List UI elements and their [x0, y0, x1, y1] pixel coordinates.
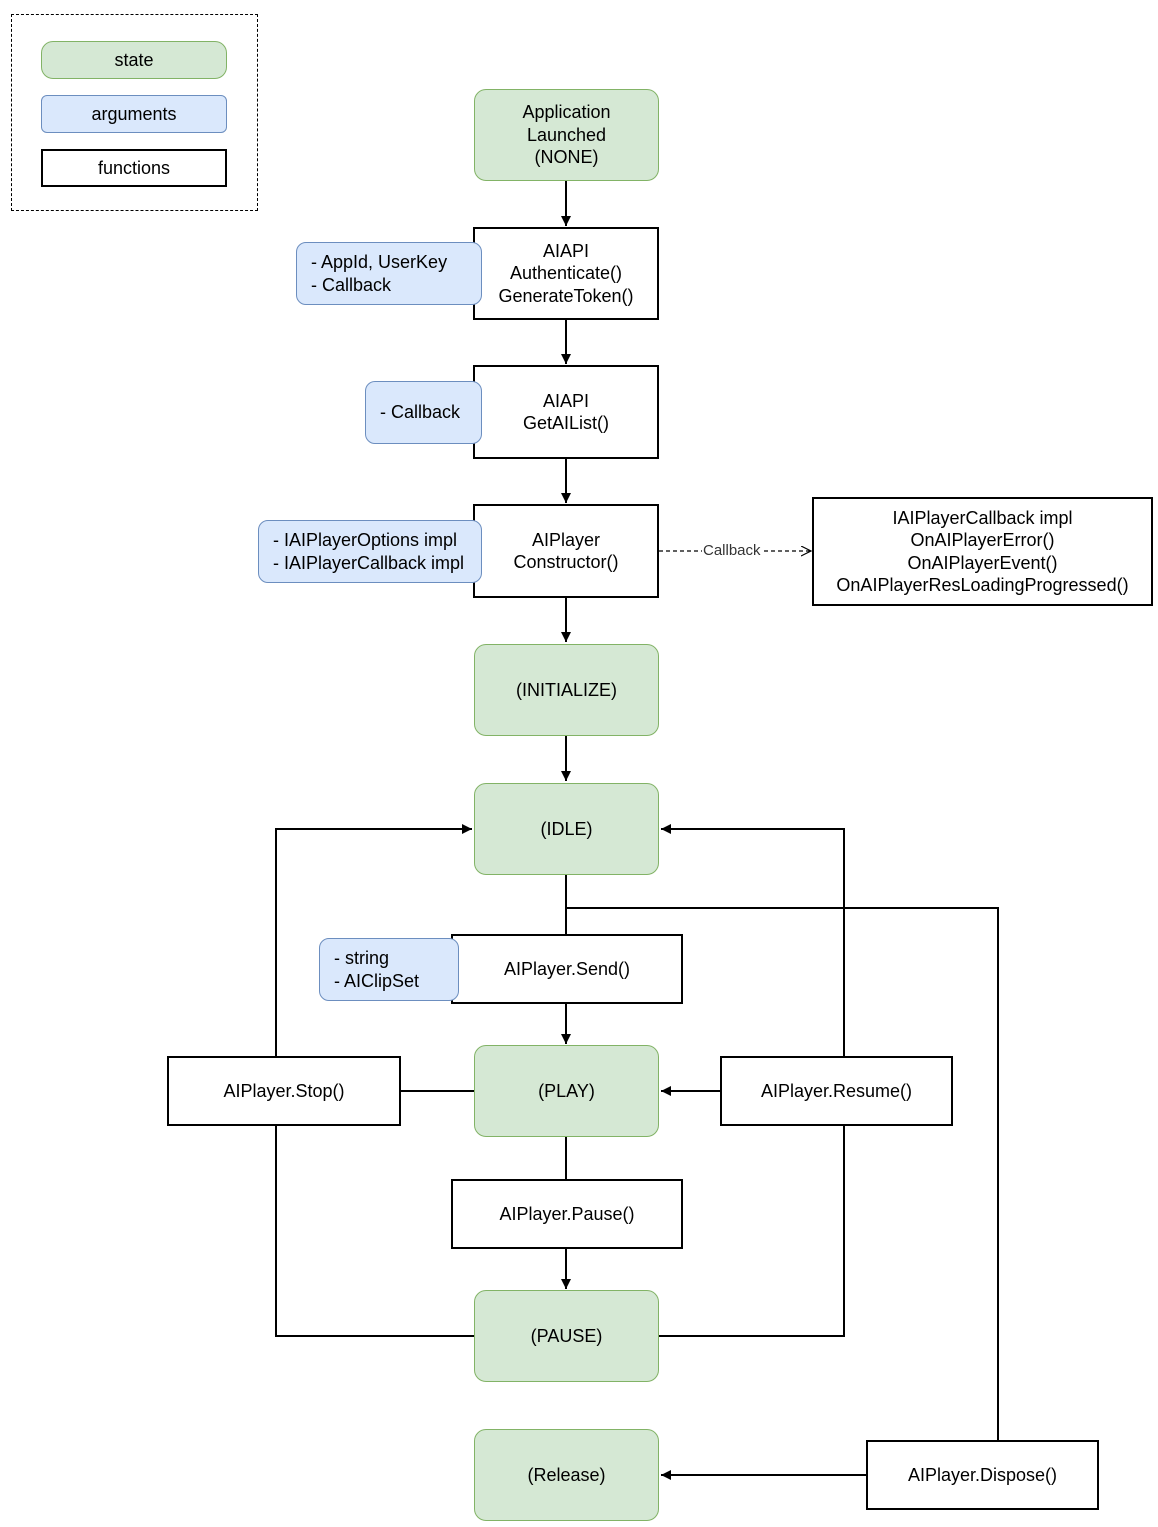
function-callback-impl-line-3: OnAIPlayerEvent(): [907, 552, 1058, 573]
state-pause: (PAUSE): [474, 1290, 659, 1382]
function-dispose: AIPlayer.Dispose(): [866, 1440, 1099, 1510]
function-stop: AIPlayer.Stop(): [167, 1056, 401, 1126]
legend-arguments-swatch: arguments: [41, 95, 227, 133]
state-release: (Release): [474, 1429, 659, 1521]
state-none-line-3: (NONE): [534, 147, 599, 168]
state-play: (PLAY): [474, 1045, 659, 1137]
legend: [11, 14, 258, 211]
callback-edge-label: Callback: [702, 542, 762, 559]
function-callback-impl: IAIPlayerCallback impl OnAIPlayerError()…: [812, 497, 1153, 606]
arguments-authenticate-line-2: - Callback: [311, 274, 392, 295]
legend-state-swatch: state: [41, 41, 227, 79]
function-constructor-line-1: AIPlayer: [531, 529, 601, 550]
state-idle: (IDLE): [474, 783, 659, 875]
state-none-line-2: Launched: [526, 124, 607, 145]
legend-functions-label: functions: [97, 157, 171, 178]
function-resume: AIPlayer.Resume(): [720, 1056, 953, 1126]
function-authenticate-line-2: Authenticate(): [509, 263, 623, 284]
function-constructor: AIPlayer Constructor(): [473, 504, 659, 598]
function-get-ai-list: AIAPI GetAIList(): [473, 365, 659, 459]
state-none: Application Launched (NONE): [474, 89, 659, 181]
state-none-line-1: Application: [522, 102, 611, 123]
function-get-ai-list-line-1: AIAPI: [542, 390, 590, 411]
function-authenticate-line-1: AIAPI: [542, 240, 590, 261]
function-resume-label: AIPlayer.Resume(): [760, 1080, 913, 1101]
arguments-send: - string - AIClipSet: [319, 938, 459, 1001]
edge-pause-to-resume: [659, 1125, 845, 1337]
arguments-constructor: - IAIPlayerOptions impl - IAIPlayerCallb…: [258, 520, 482, 583]
function-callback-impl-line-4: OnAIPlayerResLoadingProgressed(): [836, 575, 1129, 595]
edge-stop-to-idle: [275, 824, 472, 1057]
arguments-send-line-2: - AIClipSet: [334, 970, 420, 991]
state-initialize: (INITIALIZE): [474, 644, 659, 736]
legend-functions-swatch: functions: [41, 149, 227, 187]
arguments-constructor-line-1: - IAIPlayerOptions impl: [273, 530, 458, 550]
arguments-get-ai-list-line-1: - Callback: [380, 402, 461, 423]
function-dispose-label: AIPlayer.Dispose(): [907, 1464, 1058, 1485]
state-play-label: (PLAY): [538, 1080, 595, 1101]
function-authenticate-line-3: GenerateToken(): [498, 285, 634, 306]
function-pause-label: AIPlayer.Pause(): [499, 1203, 635, 1224]
state-idle-label: (IDLE): [540, 818, 593, 839]
legend-state-label: state: [114, 49, 154, 70]
function-constructor-line-2: Constructor(): [513, 552, 619, 572]
edge-idle-to-dispose: [566, 907, 999, 1441]
function-send-label: AIPlayer.Send(): [503, 958, 631, 979]
state-initialize-label: (INITIALIZE): [515, 679, 617, 700]
arguments-send-line-1: - string: [334, 948, 390, 968]
state-pause-label: (PAUSE): [530, 1325, 603, 1346]
function-stop-label: AIPlayer.Stop(): [223, 1080, 345, 1101]
function-get-ai-list-line-2: GetAIList(): [522, 413, 610, 433]
edge-resume-to-idle: [661, 824, 845, 1057]
function-pause: AIPlayer.Pause(): [451, 1179, 683, 1249]
arguments-authenticate: - AppId, UserKey - Callback: [296, 242, 482, 305]
function-send: AIPlayer.Send(): [451, 934, 683, 1004]
legend-arguments-label: arguments: [91, 103, 177, 124]
function-callback-impl-line-2: OnAIPlayerError(): [910, 530, 1055, 550]
state-release-label: (Release): [527, 1464, 606, 1485]
arguments-constructor-line-2: - IAIPlayerCallback impl: [273, 552, 465, 573]
function-authenticate: AIAPI Authenticate() GenerateToken(): [473, 227, 659, 320]
edge-pause-to-stop: [275, 1125, 474, 1337]
function-callback-impl-line-1: IAIPlayerCallback impl: [892, 507, 1073, 528]
arguments-get-ai-list: - Callback: [365, 381, 482, 444]
arguments-authenticate-line-1: - AppId, UserKey: [311, 252, 448, 272]
